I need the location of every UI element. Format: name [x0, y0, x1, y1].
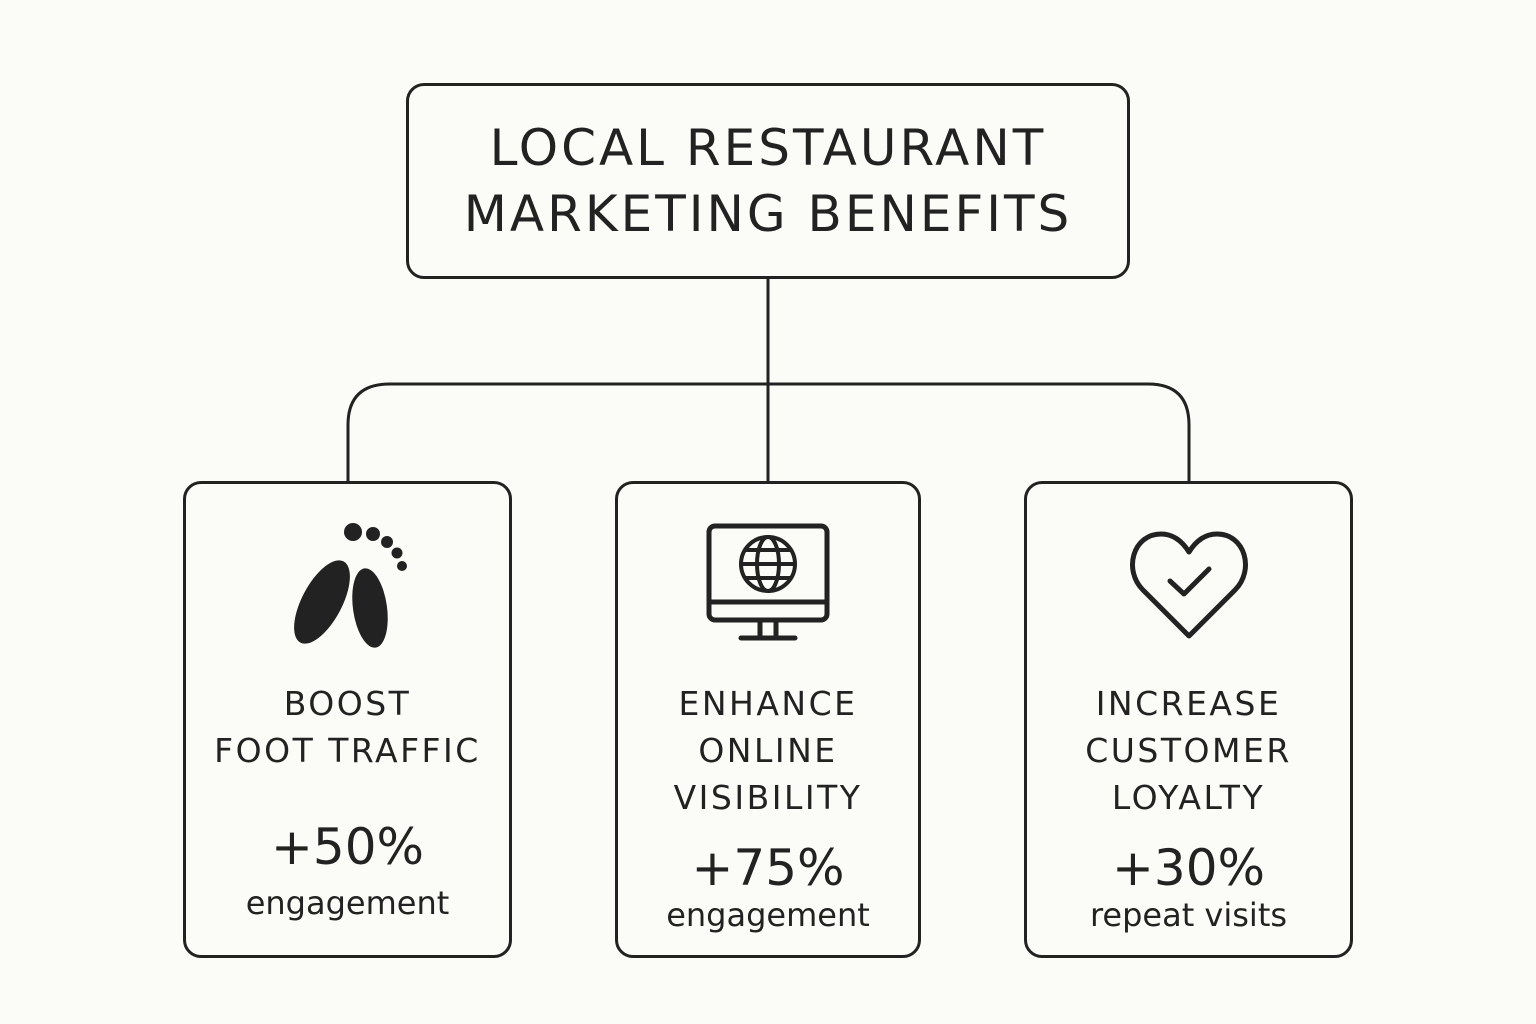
root-node: LOCAL RESTAURANT MARKETING BENEFITS [406, 83, 1130, 279]
card-enhance-online-visibility: ENHANCE ONLINE VISIBILITY +75% engagemen… [615, 481, 921, 958]
card-increase-customer-loyalty: INCREASE CUSTOMER LOYALTY +30% repeat vi… [1024, 481, 1353, 958]
card-title-line: CUSTOMER [1085, 731, 1292, 770]
root-title-line-2: MARKETING BENEFITS [463, 185, 1073, 243]
metric-caption: engagement [666, 896, 870, 934]
metric-caption: engagement [245, 884, 450, 922]
card-title-line: VISIBILITY [673, 778, 863, 817]
card-title-line: FOOT TRAFFIC [214, 731, 481, 770]
card-boost-foot-traffic: BOOST FOOT TRAFFIC +50% engagement [183, 481, 512, 958]
root-title-line-1: LOCAL RESTAURANT [489, 119, 1047, 177]
card-title-line: BOOST [283, 684, 412, 723]
card-title-line: INCREASE [1095, 684, 1282, 723]
globe-monitor-icon [706, 523, 830, 641]
metric-value: +50% [270, 818, 425, 876]
card-title-line: ENHANCE [678, 684, 858, 723]
metric-value: +75% [691, 839, 845, 897]
metric-value: +30% [1111, 839, 1266, 897]
heart-check-icon [1129, 531, 1248, 639]
footprints-icon [293, 523, 407, 648]
card-title-line: LOYALTY [1111, 778, 1266, 817]
card-title-line: ONLINE [698, 731, 838, 770]
branch-connector [346, 382, 1191, 483]
metric-caption: repeat visits [1089, 896, 1288, 934]
